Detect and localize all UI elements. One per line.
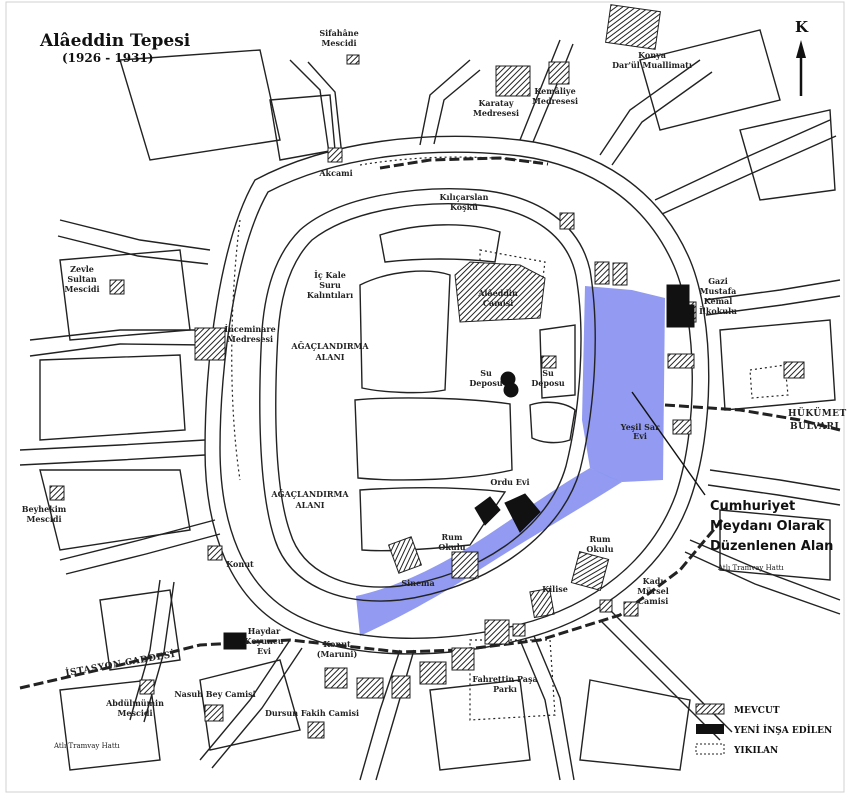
cumhuriyet-square-area <box>356 286 665 636</box>
label-tram-east: Atlı Tramvay Hattı <box>717 564 784 572</box>
label-konut-maruni: Konut(Maruni) <box>317 639 358 659</box>
label-tram-west: Atlı Tramvay Hattı <box>53 742 120 750</box>
label-dursun: Dursun Fakih Camisi <box>265 708 359 718</box>
street-hukumet-1: HÜKÜMET <box>788 406 847 419</box>
label-konut1: Konut <box>226 559 254 569</box>
label-nasuh: Nasuh Bey Camisi <box>174 689 255 699</box>
north-arrow <box>796 40 806 96</box>
map-subtitle: (1926 - 1931) <box>62 51 154 65</box>
label-kilise: Kilise <box>542 584 568 594</box>
map-title: Alâeddin Tepesi <box>39 31 191 51</box>
legend-swatch-demolished <box>695 743 725 755</box>
tram-line <box>19 156 841 690</box>
annotation-leader <box>631 391 706 496</box>
map-frame <box>5 1 845 793</box>
north-label: K <box>795 18 809 36</box>
street-network <box>19 29 841 781</box>
legend-existing: MEVCUT <box>734 706 780 716</box>
new-buildings <box>223 284 695 650</box>
existing-buildings <box>49 4 805 739</box>
legend-swatch-existing <box>695 703 725 715</box>
legend-new: YENİ İNŞA EDİLEN <box>733 723 832 736</box>
demolished-lines <box>231 156 789 721</box>
label-akcami: Akcami <box>318 168 352 178</box>
legend-swatch-new <box>696 724 724 734</box>
annotation-block: Cumhuriyet Meydanı Olarak Düzenlenen Ala… <box>710 499 833 554</box>
legend: MEVCUT YENİ İNŞA EDİLEN YIKILAN <box>695 703 832 756</box>
annotation-line-1: Cumhuriyet <box>710 499 795 514</box>
annotation-line-2: Meydanı Olarak <box>710 519 825 534</box>
street-hukumet-2: BULVARI <box>790 422 839 432</box>
label-sinema: Sinema <box>401 578 434 588</box>
label-ordu-evi: Ordu Evi <box>490 477 529 487</box>
legend-demolished: YIKILAN <box>733 746 778 756</box>
annotation-line-3: Düzenlenen Alan <box>710 539 833 554</box>
